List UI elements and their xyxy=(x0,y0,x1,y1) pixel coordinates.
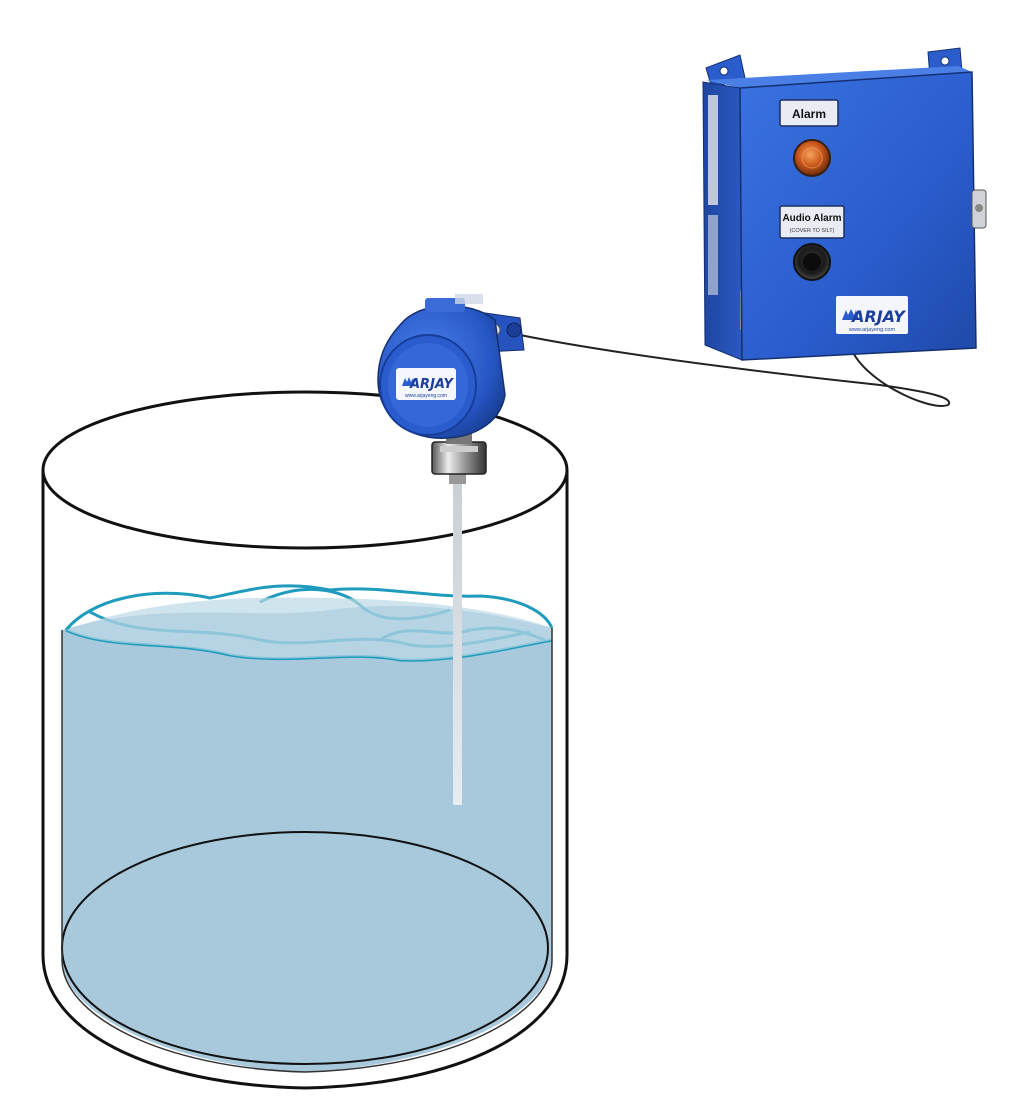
panel-website: www.arjayeng.com xyxy=(848,327,896,333)
audio-alarm-sublabel: (COVER TO SILT) xyxy=(790,228,835,234)
tank-inner-right xyxy=(304,628,553,1073)
transmitter-logo-plate xyxy=(396,368,456,400)
probe-rod xyxy=(453,480,462,805)
tank xyxy=(41,390,569,1090)
amber-beacon-icon xyxy=(793,139,831,177)
audio-alarm-label: Audio Alarm xyxy=(782,213,841,224)
alarm-label-plate xyxy=(779,99,839,127)
maple-leaf-icon xyxy=(402,377,415,386)
transmitter-brand: ARJAY xyxy=(409,377,454,392)
tank-inner-left xyxy=(61,630,306,1073)
transmitter: ARJAY www.arjayeng.com xyxy=(377,294,525,475)
tank-left-wall xyxy=(41,470,306,1090)
liquid-surface-fill xyxy=(66,597,552,661)
tank-right-wall xyxy=(304,470,569,1090)
panel-maple-leaf-icon xyxy=(842,309,859,320)
enclosure-front xyxy=(739,71,977,361)
alarm-panel: Alarm Audio Alarm (COVER TO SILT) ARJAY … xyxy=(702,47,987,361)
liquid-body xyxy=(62,605,552,1072)
transmitter-website: www.arjayeng.com xyxy=(405,393,447,399)
panel-brand: ARJAY xyxy=(850,307,906,326)
audio-alarm-label-plate xyxy=(779,205,845,239)
signal-cable xyxy=(519,334,951,407)
alarm-label: Alarm xyxy=(792,107,826,121)
panel-logo-plate xyxy=(836,296,908,334)
